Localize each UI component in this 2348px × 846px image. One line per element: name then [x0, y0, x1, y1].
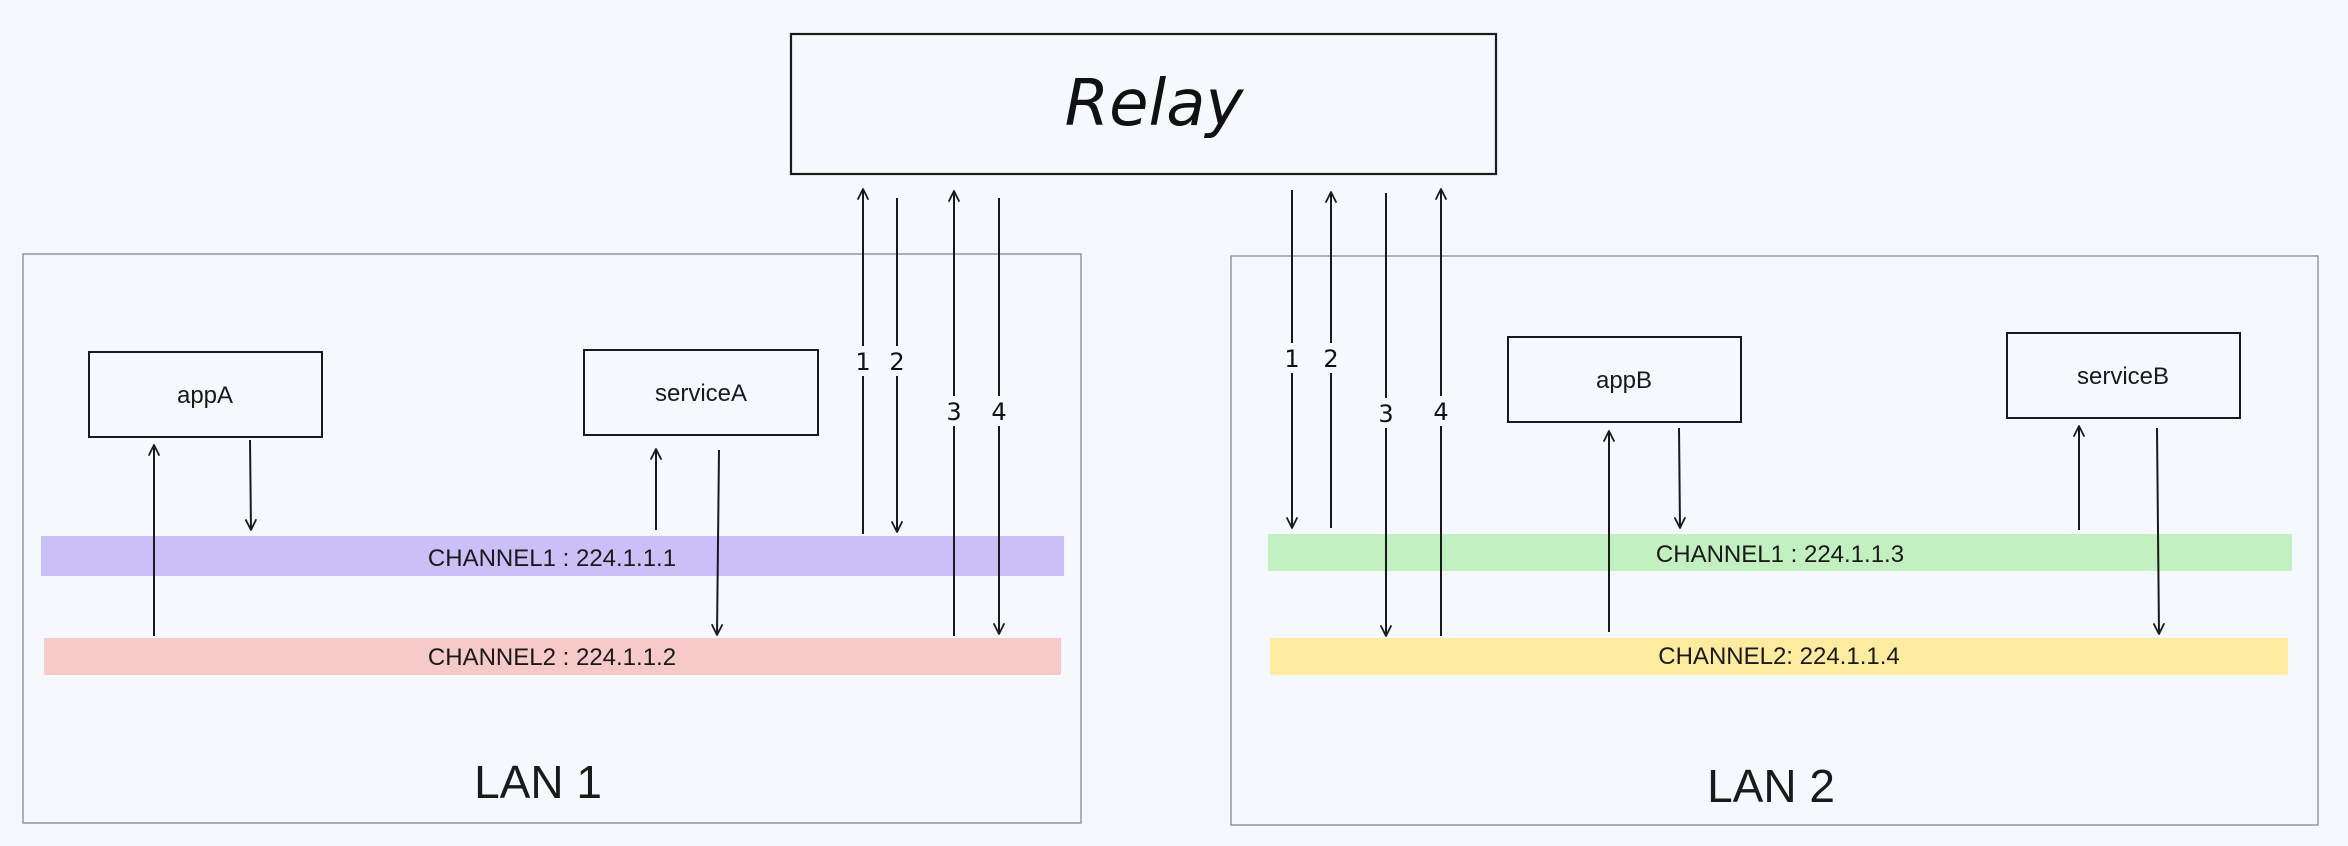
serviceB-box	[2006, 332, 2241, 419]
lan1-label: LAN 1	[474, 756, 602, 808]
relay-title: Relay	[1065, 67, 1245, 141]
lan2-link-4-label: 4	[1433, 398, 1448, 426]
serviceA-label: serviceA	[655, 380, 747, 407]
relay-box	[789, 32, 1498, 176]
lan2-link-1-label: 1	[1284, 345, 1299, 373]
lan1-container	[22, 253, 1082, 824]
lan1-channel1-band	[41, 536, 1064, 576]
serviceA-box	[583, 349, 819, 436]
lan2-label: LAN 2	[1707, 760, 1835, 812]
lan1-channel2-label: CHANNEL2 : 224.1.1.2	[428, 644, 676, 671]
lan1-link-3-label: 3	[946, 398, 961, 426]
serviceB-label: serviceB	[2077, 363, 2169, 390]
lan2-channel2-band	[1270, 638, 2288, 675]
lan1-link-4-label: 4	[991, 398, 1006, 426]
lan2-link-3-label: 3	[1378, 400, 1393, 428]
lan2-channel2-label: CHANNEL2: 224.1.1.4	[1658, 643, 1899, 670]
lan2-channel1-band	[1268, 534, 2292, 571]
appA-label: appA	[177, 382, 233, 409]
lan2-channel1-label: CHANNEL1 : 224.1.1.3	[1656, 541, 1904, 568]
appB-label: appB	[1596, 367, 1652, 394]
lan2-container	[1230, 255, 2319, 826]
appA-box	[88, 351, 323, 438]
lan1-link-1-label: 1	[855, 348, 870, 376]
lan2-link-2-label: 2	[1323, 345, 1338, 373]
arrow-serviceB-to-channel2	[2153, 427, 2165, 635]
lan1-channel2-band	[44, 638, 1061, 675]
arrow-appB-to-channel1	[1674, 427, 1686, 529]
arrow-serviceA-to-channel2	[711, 449, 724, 636]
lan1-link-2-label: 2	[889, 348, 904, 376]
appB-box	[1507, 336, 1742, 423]
arrow-appA-to-channel1	[244, 439, 257, 531]
lan1-channel1-label: CHANNEL1 : 224.1.1.1	[428, 545, 676, 572]
